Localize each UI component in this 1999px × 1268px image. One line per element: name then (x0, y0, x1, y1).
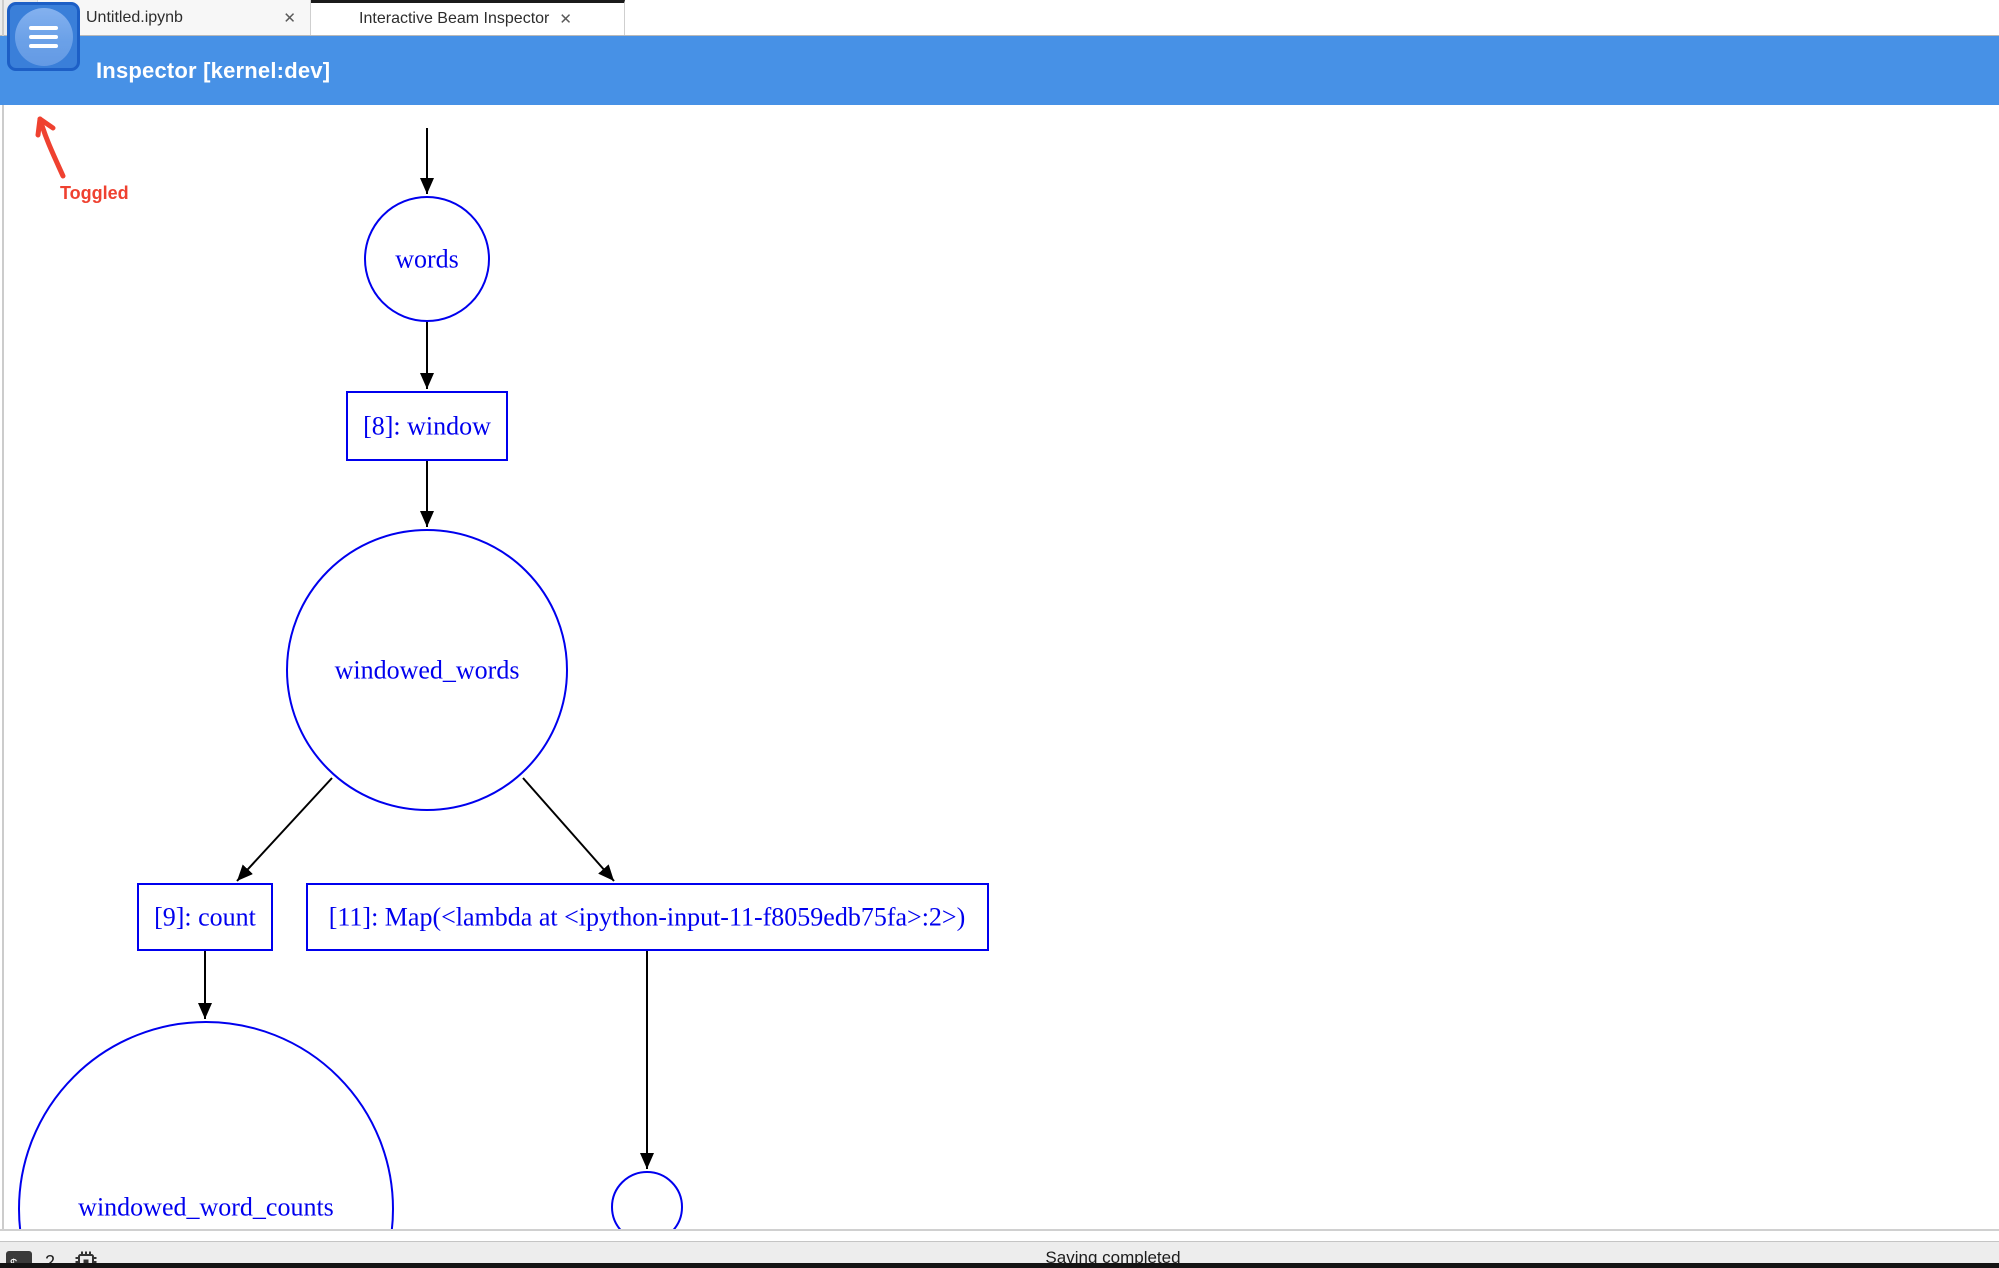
screen-bottom-edge (0, 1263, 1999, 1268)
node-cell-11-map: [11]: Map(<lambda at <ipython-input-11-f… (306, 883, 989, 951)
menu-toggle-button[interactable] (7, 2, 80, 71)
node-label: [8]: window (363, 412, 491, 441)
node-label: [9]: count (154, 903, 257, 932)
node-windowed-words: windowed_words (286, 529, 568, 811)
kernel-session-count[interactable]: 2 (45, 1251, 56, 1268)
node-label: windowed_word_counts (78, 1193, 334, 1222)
inspector-content: words [8]: window windowed_words [9]: co… (2, 0, 989, 1231)
tab-label: Untitled.ipynb (86, 8, 183, 26)
close-tab-icon[interactable]: ✕ (283, 9, 296, 27)
node-windowed-word-counts: windowed_word_counts (18, 1021, 394, 1231)
node-label: [11]: Map(<lambda at <ipython-input-11-f… (329, 903, 966, 932)
close-tab-icon[interactable]: ✕ (559, 11, 572, 28)
panel-left-border (2, 0, 4, 1231)
edge-windowedwords-count (236, 777, 333, 882)
annotation-toggled-label: Toggled (60, 183, 129, 203)
tab-label: Interactive Beam Inspector (359, 10, 550, 27)
node-cell-9-count: [9]: count (137, 883, 273, 951)
node-words: words (364, 196, 490, 322)
node-cell-8-window: [8]: window (346, 391, 508, 461)
pipeline-graph: words [8]: window windowed_words [9]: co… (18, 128, 989, 1231)
pipeline-edges (198, 128, 654, 1169)
node-label: words (395, 245, 459, 274)
page-title: Inspector [kernel:dev] (96, 58, 331, 83)
save-status-message: Saving completed (1045, 1248, 1181, 1267)
hamburger-icon (14, 7, 73, 66)
tab-interactive-beam-inspector[interactable]: Interactive Beam Inspector ✕ (311, 0, 625, 35)
inspector-header: Inspector [kernel:dev] (0, 36, 1999, 105)
node-anonymous-pcollection (611, 1171, 683, 1231)
edge-windowedwords-map (522, 777, 615, 882)
node-label: windowed_words (335, 656, 520, 685)
statusbar-separator (0, 1229, 1999, 1231)
